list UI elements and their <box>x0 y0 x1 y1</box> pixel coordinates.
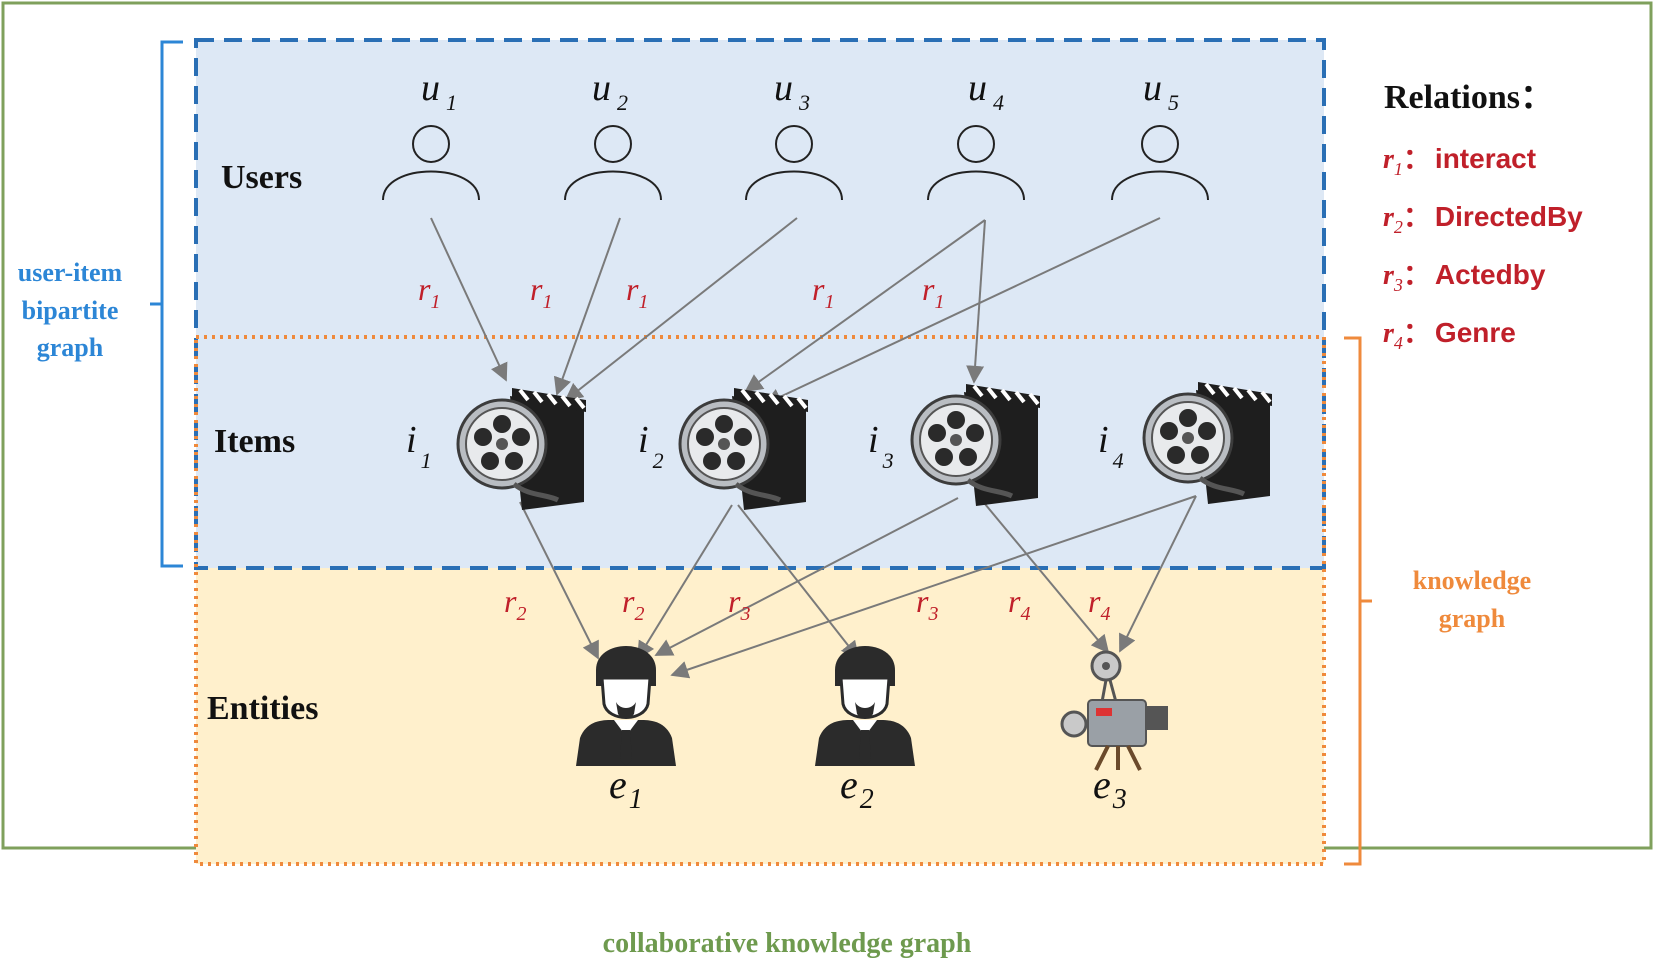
relation-item-3: r3：Actedby <box>1383 259 1546 295</box>
relation-item-1: r1：interact <box>1383 143 1536 179</box>
edge-i4-e3 <box>1119 495 1197 653</box>
bracket-line-2: bipartite <box>22 296 119 325</box>
edge-label-r1-b: r1 <box>530 271 552 313</box>
edge-label-r4-a: r4 <box>1008 583 1030 625</box>
edge-i3-e1 <box>654 497 959 656</box>
edge-label-r1-c: r1 <box>626 271 648 313</box>
edge-label-r2-a: r2 <box>504 583 526 625</box>
relations-legend: Relations： r1：interact r2：DirectedBy r3：… <box>1383 79 1583 353</box>
knowledge-graph-border <box>194 335 1326 866</box>
edge-u4-i2 <box>744 219 986 393</box>
user-item-bracket-label: user-item bipartite graph <box>18 258 123 362</box>
edge-label-r1-d: r1 <box>812 271 834 313</box>
items-layer-label: Items <box>214 423 295 460</box>
edge-label-r2-b: r2 <box>622 583 644 625</box>
entity-labels: e1 e2 e3 <box>609 762 1127 815</box>
entities-layer-label: Entities <box>207 690 318 727</box>
entity-label-2: e2 <box>840 762 874 815</box>
user-item-bracket <box>150 40 183 568</box>
bracket-line-1: user-item <box>18 258 123 287</box>
relations-title: Relations： <box>1384 79 1554 116</box>
edge-u2-i1 <box>553 217 621 396</box>
edge-i4-e1 <box>670 495 1197 679</box>
edge-u5-i2 <box>763 217 1161 406</box>
edge-label-r1-e: r1 <box>922 271 944 313</box>
edge-i3-e3 <box>979 497 1110 654</box>
figure-caption: collaborative knowledge graph <box>603 928 972 959</box>
relation-item-4: r4：Genre <box>1383 317 1516 353</box>
edge-relation-labels: r1 r1 r1 r1 r1 r2 r2 r3 r3 r4 r4 <box>418 271 1110 625</box>
edges <box>430 217 1197 679</box>
knowledge-bracket-label: knowledge graph <box>1413 566 1531 633</box>
edge-label-r3-b: r3 <box>916 583 938 625</box>
bracket-kg-line-2: graph <box>1439 604 1506 633</box>
edge-u3-i1 <box>564 217 798 402</box>
edge-u1-i1 <box>430 217 508 382</box>
user-item-border <box>194 38 1326 570</box>
relation-item-2: r2：DirectedBy <box>1383 201 1583 237</box>
edge-i2-e1 <box>637 504 733 660</box>
edge-i1-e1 <box>519 501 599 660</box>
edge-label-r4-b: r4 <box>1088 583 1110 625</box>
bracket-line-3: graph <box>37 333 104 362</box>
edge-u4-i3 <box>966 219 986 384</box>
edge-label-r1-a: r1 <box>418 271 440 313</box>
entity-label-1: e1 <box>609 762 643 815</box>
bracket-kg-line-1: knowledge <box>1413 566 1531 595</box>
knowledge-bracket <box>1344 336 1372 866</box>
users-layer-label: Users <box>221 159 302 196</box>
entity-label-3: e3 <box>1093 762 1127 815</box>
edge-label-r3-a: r3 <box>728 583 750 625</box>
relations-list: r1：interact r2：DirectedBy r3：Actedby r4：… <box>1383 143 1583 353</box>
